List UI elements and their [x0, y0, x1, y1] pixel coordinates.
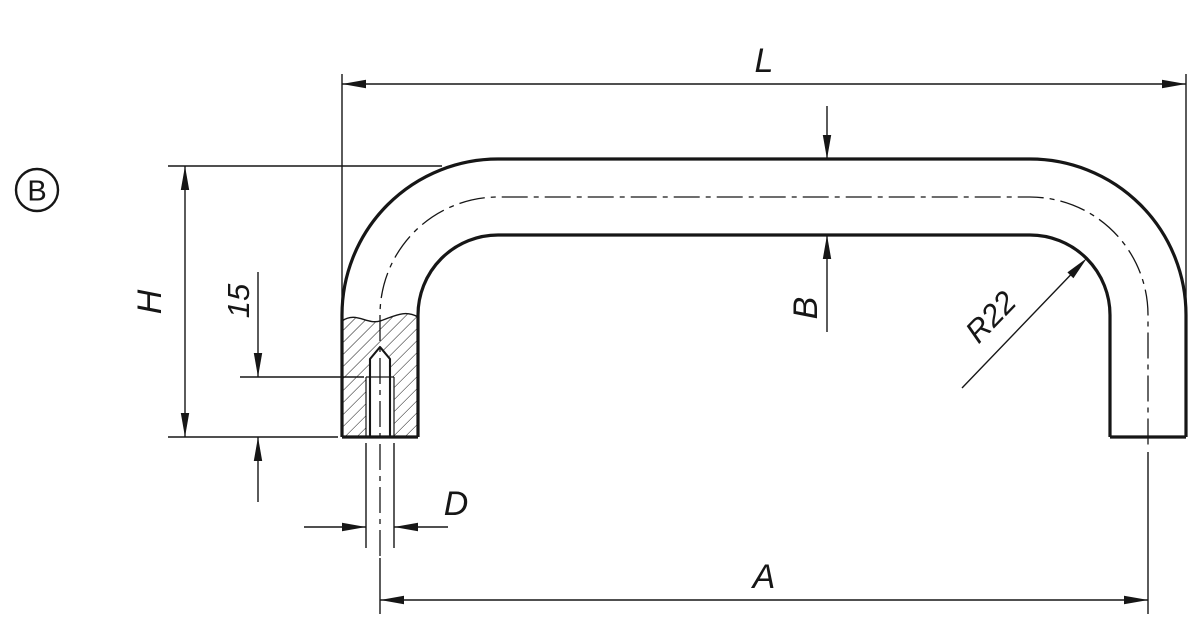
thread-lines [365, 377, 395, 437]
dimension-D: D [304, 443, 468, 548]
arrowhead-D-left [342, 522, 366, 532]
arrowhead-A-right [1124, 595, 1148, 605]
extension-lines-H [168, 165, 442, 438]
arrowhead-H-bottom [180, 413, 190, 437]
dim-label-H: H [131, 289, 169, 314]
dimension-L: L [341, 42, 1187, 306]
inner-contour [416, 233, 1112, 437]
arrowhead-L-right [1162, 79, 1186, 89]
arrowhead-R22 [1067, 258, 1087, 279]
dimension-H: H [131, 165, 442, 438]
radius-callout-R22: R22 [958, 258, 1087, 389]
arrowhead-B-bottom [822, 235, 832, 259]
view-label-text: B [27, 175, 46, 207]
dim-label-A: A [751, 558, 776, 596]
dim-label-B: B [787, 297, 825, 320]
extension-lines-A [379, 452, 1149, 614]
arrowhead-depth-top [253, 353, 263, 377]
dim-label-L: L [755, 42, 774, 80]
arrowhead-D-right [394, 522, 418, 532]
extension-lines-D [365, 443, 395, 548]
arrowhead-depth-bottom [253, 437, 263, 461]
dimension-thread-depth: 15 [221, 272, 364, 502]
view-label-badge: B [14, 167, 60, 213]
dim-label-depth: 15 [221, 283, 256, 318]
outer-contour [340, 157, 1188, 437]
dim-label-D: D [444, 485, 469, 523]
centerline [379, 196, 1149, 556]
drill-hole-contour [368, 345, 392, 437]
extension-lines-L [341, 74, 1187, 306]
arrowhead-L-left [342, 79, 366, 89]
handle-part [340, 157, 1188, 556]
arrowhead-H-top [180, 166, 190, 190]
dim-label-R22: R22 [958, 284, 1023, 349]
arrowhead-B-top [822, 135, 832, 159]
dimension-B: B [787, 106, 832, 332]
dimension-A: A [379, 452, 1149, 614]
leader-line-R22 [961, 261, 1084, 389]
arrowhead-A-left [380, 595, 404, 605]
view-label-circle [14, 167, 60, 213]
